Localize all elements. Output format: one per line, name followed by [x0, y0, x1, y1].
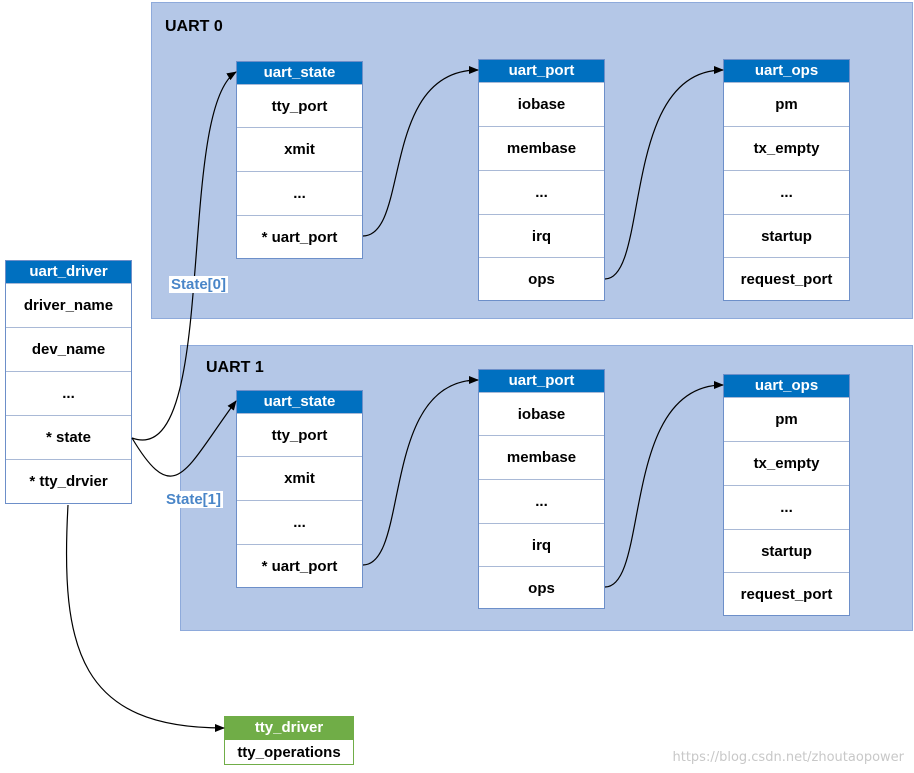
uart1-uart-state-field: ... [237, 500, 362, 544]
tty-driver-header: tty_driver [225, 717, 353, 739]
uart-driver-struct: uart_driver driver_name dev_name ... * s… [5, 260, 132, 504]
tty-driver-struct: tty_driver tty_operations [224, 716, 354, 765]
uart0-uart-port-field: irq [479, 214, 604, 257]
arrow-uart1-port-to-ops [604, 381, 724, 588]
uart1-uart-state-field: xmit [237, 456, 362, 500]
uart1-uart-state-field: tty_port [237, 413, 362, 456]
uart0-uart-ops-field: pm [724, 82, 849, 126]
uart0-uart-ops-field: ... [724, 170, 849, 214]
uart1-uart-port-struct: uart_port iobase membase ... irq ops [478, 369, 605, 609]
uart1-uart-state-header: uart_state [237, 391, 362, 413]
uart-driver-header: uart_driver [6, 261, 131, 283]
uart1-uart-port-header: uart_port [479, 370, 604, 392]
arrow-tty-driver [65, 504, 225, 732]
uart1-uart-ops-field: pm [724, 397, 849, 441]
uart0-uart-ops-struct: uart_ops pm tx_empty ... startup request… [723, 59, 850, 301]
uart1-title: UART 1 [206, 359, 264, 376]
tty-driver-field: tty_operations [225, 739, 353, 764]
edge-label-state1: State[1] [164, 491, 224, 508]
uart1-uart-port-field: irq [479, 523, 604, 566]
uart1-uart-ops-header: uart_ops [724, 375, 849, 397]
uart1-uart-ops-field: ... [724, 485, 849, 529]
uart1-uart-port-field: membase [479, 435, 604, 479]
uart1-uart-ops-field: startup [724, 529, 849, 572]
uart-driver-field: driver_name [6, 283, 131, 327]
uart0-uart-state-header: uart_state [237, 62, 362, 84]
uart0-uart-port-field: membase [479, 126, 604, 170]
uart0-uart-port-field: iobase [479, 82, 604, 126]
uart0-title: UART 0 [165, 18, 223, 35]
uart0-uart-ops-field: tx_empty [724, 126, 849, 170]
uart1-uart-ops-struct: uart_ops pm tx_empty ... startup request… [723, 374, 850, 616]
uart0-uart-ops-field: startup [724, 214, 849, 257]
uart1-uart-port-field: ... [479, 479, 604, 523]
uart0-uart-ops-field: request_port [724, 257, 849, 300]
uart0-uart-port-field: ops [479, 257, 604, 300]
arrow-uart0-port-to-ops [604, 66, 724, 280]
arrow-uart1-state-to-port [362, 376, 479, 566]
arrow-uart0-state-to-port [362, 66, 479, 237]
uart0-uart-state-field: tty_port [237, 84, 362, 127]
uart-driver-field: dev_name [6, 327, 131, 371]
arrow-state1 [131, 400, 237, 477]
uart0-uart-state-field: ... [237, 171, 362, 215]
uart0-uart-port-header: uart_port [479, 60, 604, 82]
uart0-uart-state-field: xmit [237, 127, 362, 171]
uart1-uart-ops-field: tx_empty [724, 441, 849, 485]
uart0-uart-port-struct: uart_port iobase membase ... irq ops [478, 59, 605, 301]
uart1-uart-state-field: * uart_port [237, 544, 362, 587]
uart0-uart-ops-header: uart_ops [724, 60, 849, 82]
uart1-uart-state-struct: uart_state tty_port xmit ... * uart_port [236, 390, 363, 588]
uart1-uart-ops-field: request_port [724, 572, 849, 615]
uart-driver-field: ... [6, 371, 131, 415]
uart1-uart-port-field: iobase [479, 392, 604, 435]
uart0-uart-state-struct: uart_state tty_port xmit ... * uart_port [236, 61, 363, 259]
edge-label-state0: State[0] [169, 276, 229, 293]
uart-driver-field-tty-driver: * tty_drvier [6, 459, 131, 503]
arrow-state0 [131, 71, 237, 441]
uart0-uart-state-field: * uart_port [237, 215, 362, 258]
uart0-uart-port-field: ... [479, 170, 604, 214]
uart1-uart-port-field: ops [479, 566, 604, 609]
uart-driver-field-state: * state [6, 415, 131, 459]
watermark-text: https://blog.csdn.net/zhoutaopower [672, 750, 904, 765]
